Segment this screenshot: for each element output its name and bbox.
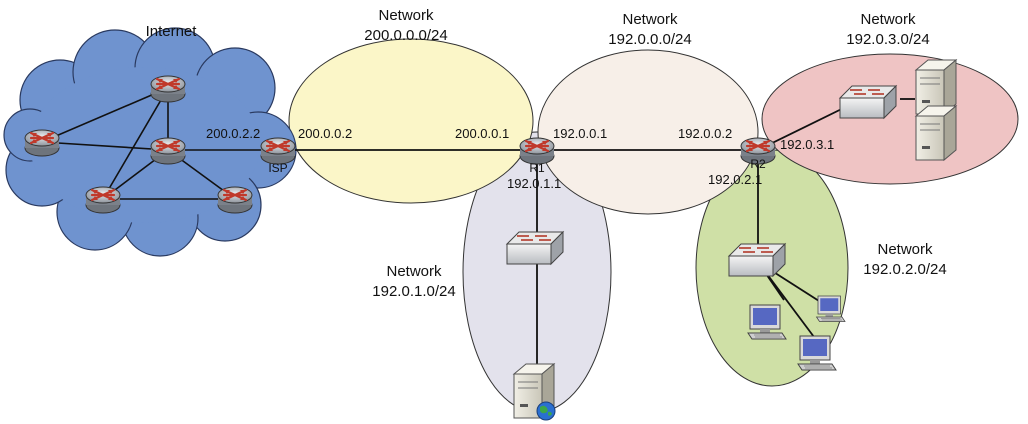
network-192-0-3-title: Network (860, 11, 916, 28)
r2-label: R2 (750, 157, 766, 171)
switch-192-0-1-icon (506, 231, 564, 265)
r1-label: R1 (529, 161, 545, 175)
ip-r2-servers: 192.0.3.1 (780, 137, 834, 152)
ip-r1-lan: 192.0.1.1 (507, 176, 561, 191)
ip-isp-internet: 200.0.2.2 (206, 126, 260, 141)
network-192-0-0-title: Network (622, 11, 678, 28)
server-icon (915, 105, 957, 161)
switch-192-0-2-icon (728, 243, 786, 277)
network-192-0-3-cidr: 192.0.3.0/24 (846, 31, 929, 48)
ip-r1-r2: 192.0.0.1 (553, 126, 607, 141)
network-192-0-0-0-area (537, 49, 759, 215)
ip-r2-r1: 192.0.0.2 (678, 126, 732, 141)
globe-icon (536, 401, 556, 421)
pc-icon (797, 335, 837, 371)
ip-isp-r1side: 200.0.0.2 (298, 126, 352, 141)
switch-192-0-3-icon (839, 85, 897, 119)
network-200-0-0-0-area (288, 38, 534, 204)
internet-router-icon (149, 136, 187, 166)
internet-router-icon (149, 74, 187, 104)
network-200-title: Network (378, 7, 434, 24)
network-192-0-3-0-area (761, 53, 1019, 185)
internet-router-icon (23, 128, 61, 158)
network-192-0-1-cidr: 192.0.1.0/24 (372, 283, 455, 300)
pc-icon (747, 304, 787, 340)
network-192-0-0-cidr: 192.0.0.0/24 (608, 31, 691, 48)
network-192-0-2-cidr: 192.0.2.0/24 (863, 261, 946, 278)
isp-label: ISP (268, 161, 287, 175)
network-192-0-1-title: Network (386, 263, 442, 280)
internet-router-icon (84, 185, 122, 215)
internet-router-icon (216, 185, 254, 215)
ip-r1-isp: 200.0.0.1 (455, 126, 509, 141)
pc-icon (816, 295, 846, 322)
ip-r2-lan: 192.0.2.1 (708, 172, 762, 187)
network-200-cidr: 200.0.0.0/24 (364, 27, 447, 44)
internet-label: Internet (146, 23, 198, 40)
network-192-0-2-title: Network (877, 241, 933, 258)
